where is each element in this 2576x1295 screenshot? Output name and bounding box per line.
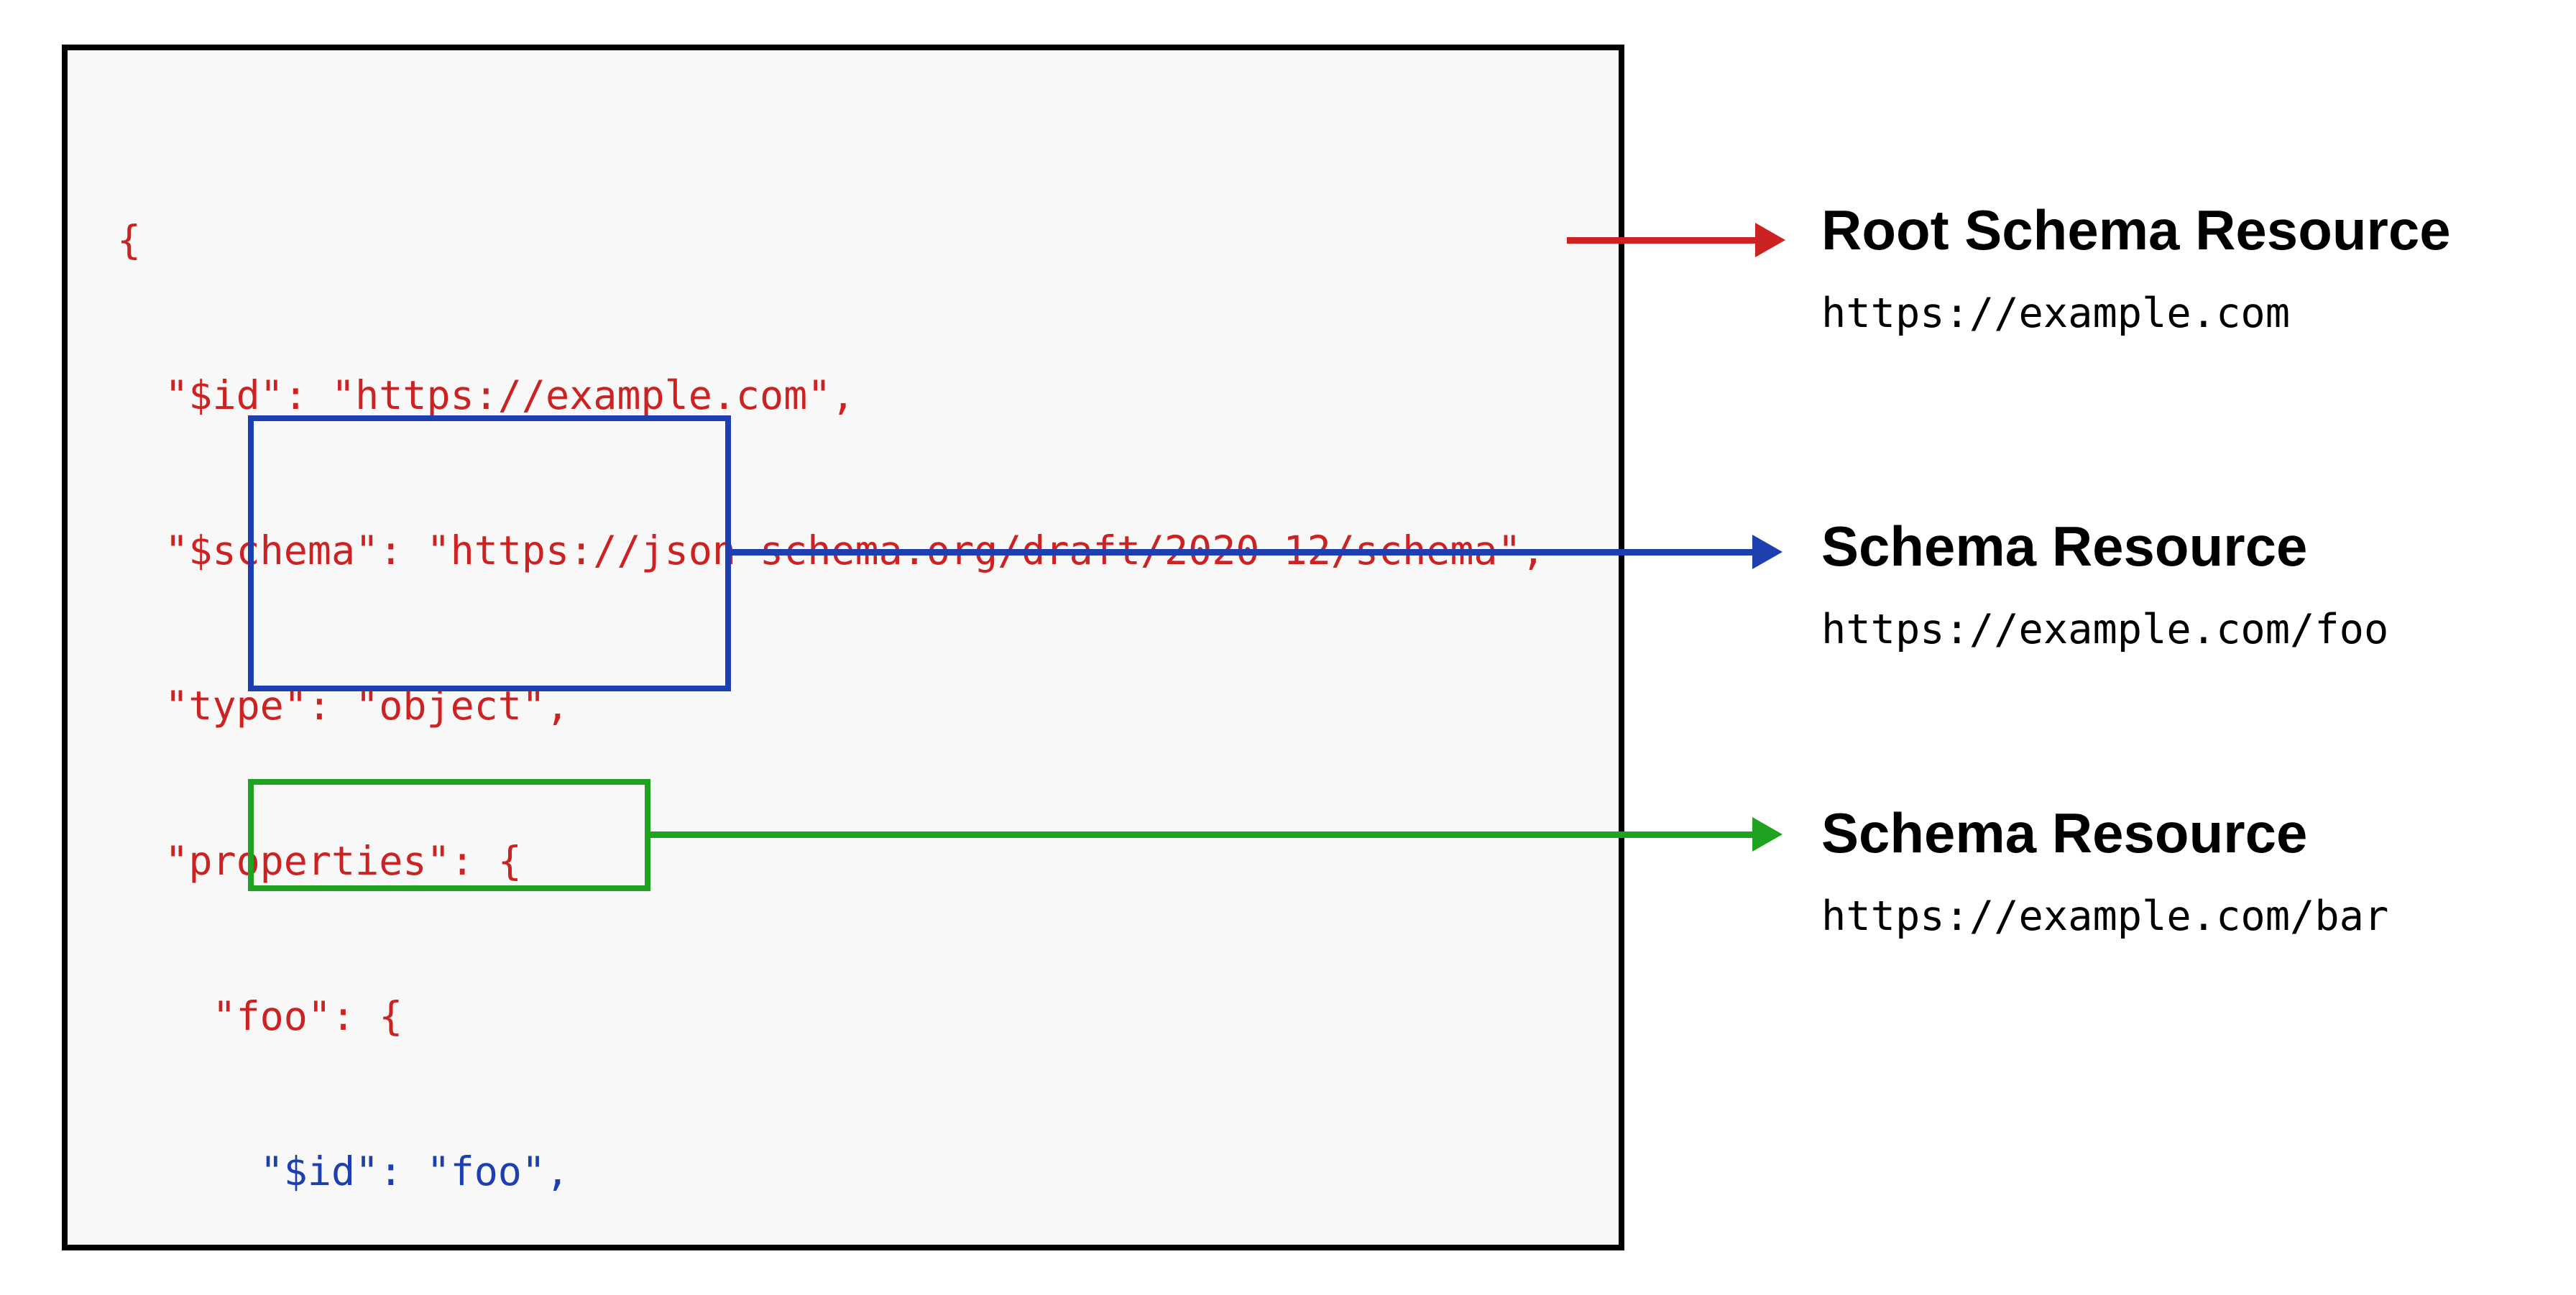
arrow-shaft	[728, 548, 1752, 556]
foo-schema-arrow	[728, 535, 1782, 569]
arrow-head-icon	[1752, 817, 1782, 852]
bar-schema-resource-label: Schema Resource https://example.com/bar	[1821, 801, 2388, 940]
foo-schema-highlight-box	[248, 415, 731, 691]
annotation-title: Root Schema Resource	[1821, 198, 2451, 262]
code-line: {	[117, 217, 142, 263]
annotation-title: Schema Resource	[1821, 801, 2308, 865]
schema-json-code: { "$id": "https://example.com", "$schema…	[117, 111, 1545, 1295]
annotation-url: https://example.com/bar	[1821, 893, 2389, 940]
bar-schema-highlight-box	[248, 779, 650, 891]
bar-schema-arrow	[649, 817, 1782, 852]
foo-schema-resource-label: Schema Resource https://example.com/foo	[1821, 514, 2388, 653]
arrow-shaft	[1567, 236, 1755, 244]
arrow-head-icon	[1752, 535, 1782, 569]
code-line: "$id": "https://example.com",	[117, 372, 855, 418]
annotation-title: Schema Resource	[1821, 515, 2308, 578]
schema-code-box	[62, 45, 1624, 1250]
arrow-shaft	[649, 831, 1752, 838]
annotation-url: https://example.com/foo	[1821, 606, 2389, 653]
root-schema-arrow	[1567, 223, 1785, 257]
code-line: "properties": {	[117, 838, 522, 884]
arrow-head-icon	[1755, 223, 1785, 257]
root-schema-resource-label: Root Schema Resource https://example.com	[1821, 198, 2451, 337]
code-line-foo-schema: "$id": "foo",	[117, 1148, 570, 1194]
code-line: "foo": {	[117, 993, 403, 1039]
annotation-url: https://example.com	[1821, 290, 2291, 337]
